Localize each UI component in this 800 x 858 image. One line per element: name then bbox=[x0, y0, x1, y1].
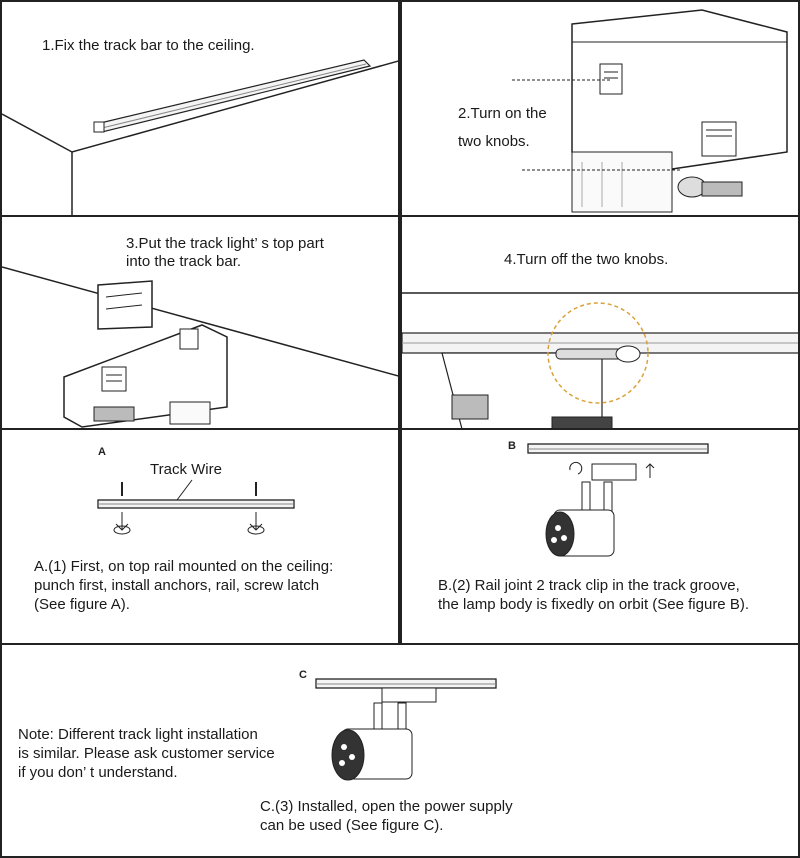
highlight-circle bbox=[547, 302, 649, 404]
figure-a-panel: A Track Wire A.(1) First, on top rail mo… bbox=[0, 428, 400, 645]
step4-panel: 4.Turn off the two knobs. bbox=[400, 215, 800, 430]
knob-unlock-illustration bbox=[512, 9, 788, 213]
step3-panel: 3.Put the track light’ s top part into t… bbox=[0, 215, 400, 430]
step1-caption: 1.Fix the track bar to the ceiling. bbox=[42, 37, 255, 54]
insert-light-illustration bbox=[2, 266, 398, 428]
figure-b-caption: B.(2) Rail joint 2 track clip in the tra… bbox=[438, 577, 749, 613]
figure-c-caption: C.(3) Installed, open the power supply c… bbox=[260, 798, 513, 834]
figure-b-panel: B B.(2) Rail joint 2 track clip in the t… bbox=[400, 428, 800, 645]
figure-a-caption: A.(1) First, on top rail mounted on the … bbox=[34, 558, 334, 613]
figure-b-label: B bbox=[508, 440, 516, 452]
step1-panel: 1.Fix the track bar to the ceiling. bbox=[0, 0, 400, 217]
figure-c-panel: C Note: Different track light installati… bbox=[0, 643, 800, 858]
installation-note: Note: Different track light installation… bbox=[18, 726, 275, 781]
knob-lock-illustration bbox=[402, 292, 798, 428]
step3-caption-line1: 3.Put the track light’ s top part bbox=[126, 235, 324, 252]
step2-caption-line1: 2.Turn on the bbox=[458, 105, 547, 122]
step4-caption: 4.Turn off the two knobs. bbox=[504, 251, 669, 268]
ceiling-track-illustration bbox=[2, 59, 398, 215]
track-wire-label: Track Wire bbox=[150, 461, 222, 478]
step2-panel: 2.Turn on the two knobs. bbox=[400, 0, 800, 217]
figure-b-illustration bbox=[527, 443, 709, 557]
figure-c-illustration bbox=[315, 678, 497, 781]
step3-caption-line2: into the track bar. bbox=[126, 253, 242, 270]
figure-a-illustration bbox=[97, 479, 295, 535]
step2-caption-line2: two knobs. bbox=[458, 133, 530, 150]
figure-a-label: A bbox=[98, 446, 106, 458]
figure-c-label: C bbox=[299, 669, 307, 681]
